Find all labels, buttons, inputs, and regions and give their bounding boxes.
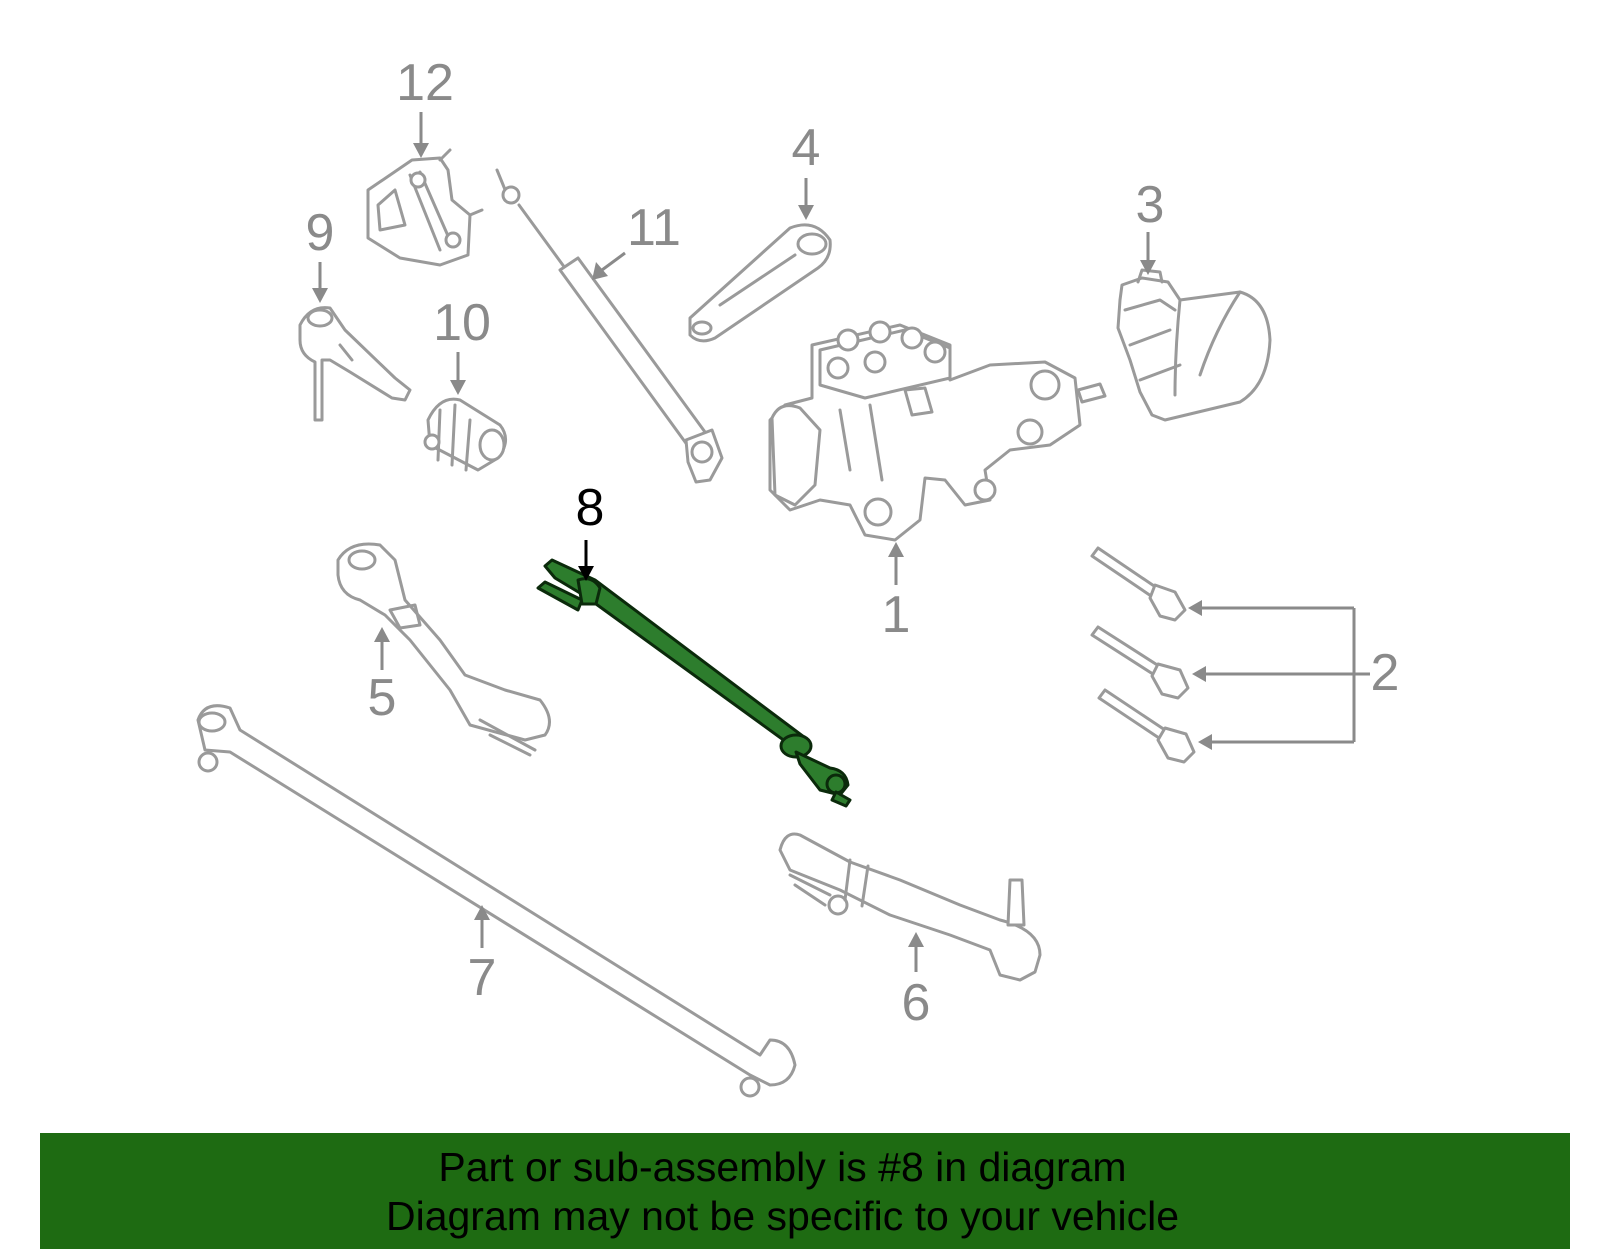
callout-4: 4: [792, 119, 821, 220]
part-10-clamp[interactable]: [423, 397, 507, 472]
svg-text:3: 3: [1136, 176, 1165, 234]
banner-line-1: Part or sub-assembly is #8 in diagram: [438, 1144, 1127, 1190]
svg-text:8: 8: [576, 479, 605, 537]
part-5-tie-rod-arm[interactable]: [336, 542, 551, 757]
svg-text:9: 9: [306, 204, 335, 262]
callout-9: 9: [306, 204, 335, 303]
svg-text:7: 7: [468, 949, 497, 1007]
part-12-bracket[interactable]: [366, 148, 484, 267]
callout-1: 1: [882, 542, 911, 644]
svg-text:5: 5: [368, 669, 397, 727]
info-banner: Part or sub-assembly is #8 in diagram Di…: [40, 1133, 1570, 1249]
callout-6: 6: [902, 932, 931, 1032]
part-1-steering-gear[interactable]: [768, 320, 1107, 542]
callout-7: 7: [468, 905, 497, 1007]
part-2-bolts[interactable]: [1090, 546, 1196, 764]
banner-line-2: Diagram may not be specific to your vehi…: [385, 1193, 1179, 1239]
svg-text:11: 11: [627, 199, 681, 257]
svg-text:2: 2: [1371, 644, 1400, 702]
part-3-cover[interactable]: [1116, 268, 1272, 422]
svg-text:10: 10: [433, 294, 491, 352]
part-4-pitman-arm[interactable]: [688, 223, 832, 343]
callout-5: 5: [368, 627, 397, 727]
svg-text:4: 4: [792, 119, 821, 177]
part-7-tie-rod[interactable]: [196, 704, 797, 1098]
callout-3: 3: [1136, 176, 1165, 275]
callout-12: 12: [396, 54, 454, 158]
callout-8: 8: [576, 479, 605, 581]
part-6-tie-rod-end[interactable]: [778, 832, 1042, 982]
callout-2: 2: [1188, 600, 1399, 750]
callout-10: 10: [433, 294, 491, 395]
svg-text:6: 6: [902, 974, 931, 1032]
part-8-drag-link[interactable]: [536, 558, 852, 808]
callout-11: 11: [592, 199, 681, 280]
svg-text:1: 1: [882, 586, 911, 644]
svg-text:12: 12: [396, 54, 454, 112]
part-9-tie-rod-end[interactable]: [298, 306, 412, 422]
part-11-shock-absorber[interactable]: [495, 168, 724, 484]
